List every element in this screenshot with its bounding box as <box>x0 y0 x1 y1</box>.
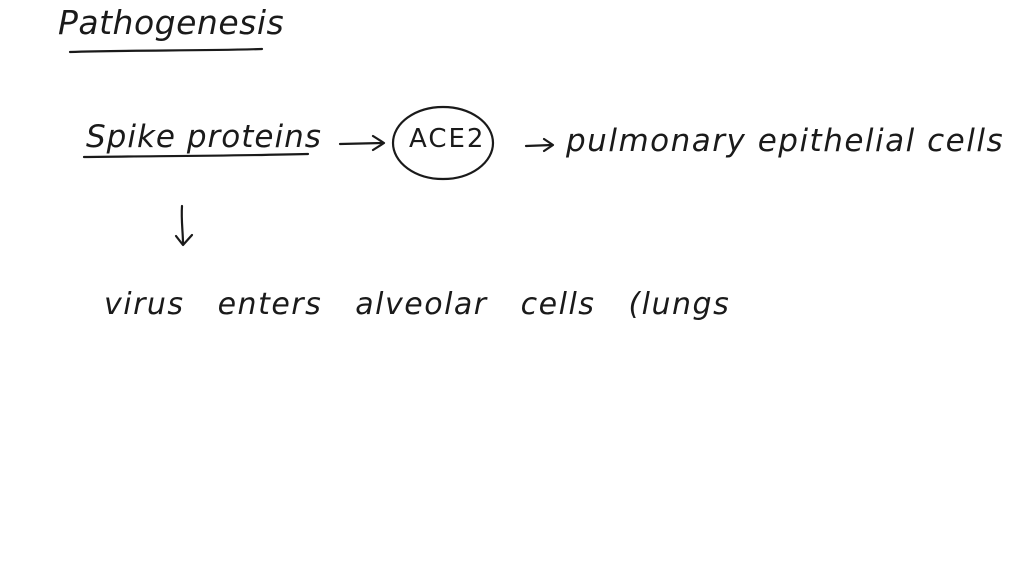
spike-underline <box>82 152 310 159</box>
page-title: Pathogenesis <box>58 3 285 42</box>
node-spike-proteins: Spike proteins <box>86 119 322 155</box>
arrow-ace2-to-pulmonary <box>524 143 554 148</box>
arrow-down-head <box>174 233 194 247</box>
arrow-down-to-virus <box>180 204 185 246</box>
arrow-spike-to-ace2 <box>338 141 384 146</box>
node-virus-enters-alveolar-cells: virus enters alveolar cells (lungs <box>104 287 731 322</box>
node-pulmonary-epithelial-cells: pulmonary epithelial cells <box>566 123 1005 159</box>
arrow-ace2-to-pulmonary-head <box>542 137 555 153</box>
title-underline <box>68 47 264 54</box>
arrow-spike-to-ace2-head <box>371 134 386 152</box>
node-ace2: ACE2 <box>409 124 486 154</box>
ace2-circle <box>391 105 495 181</box>
